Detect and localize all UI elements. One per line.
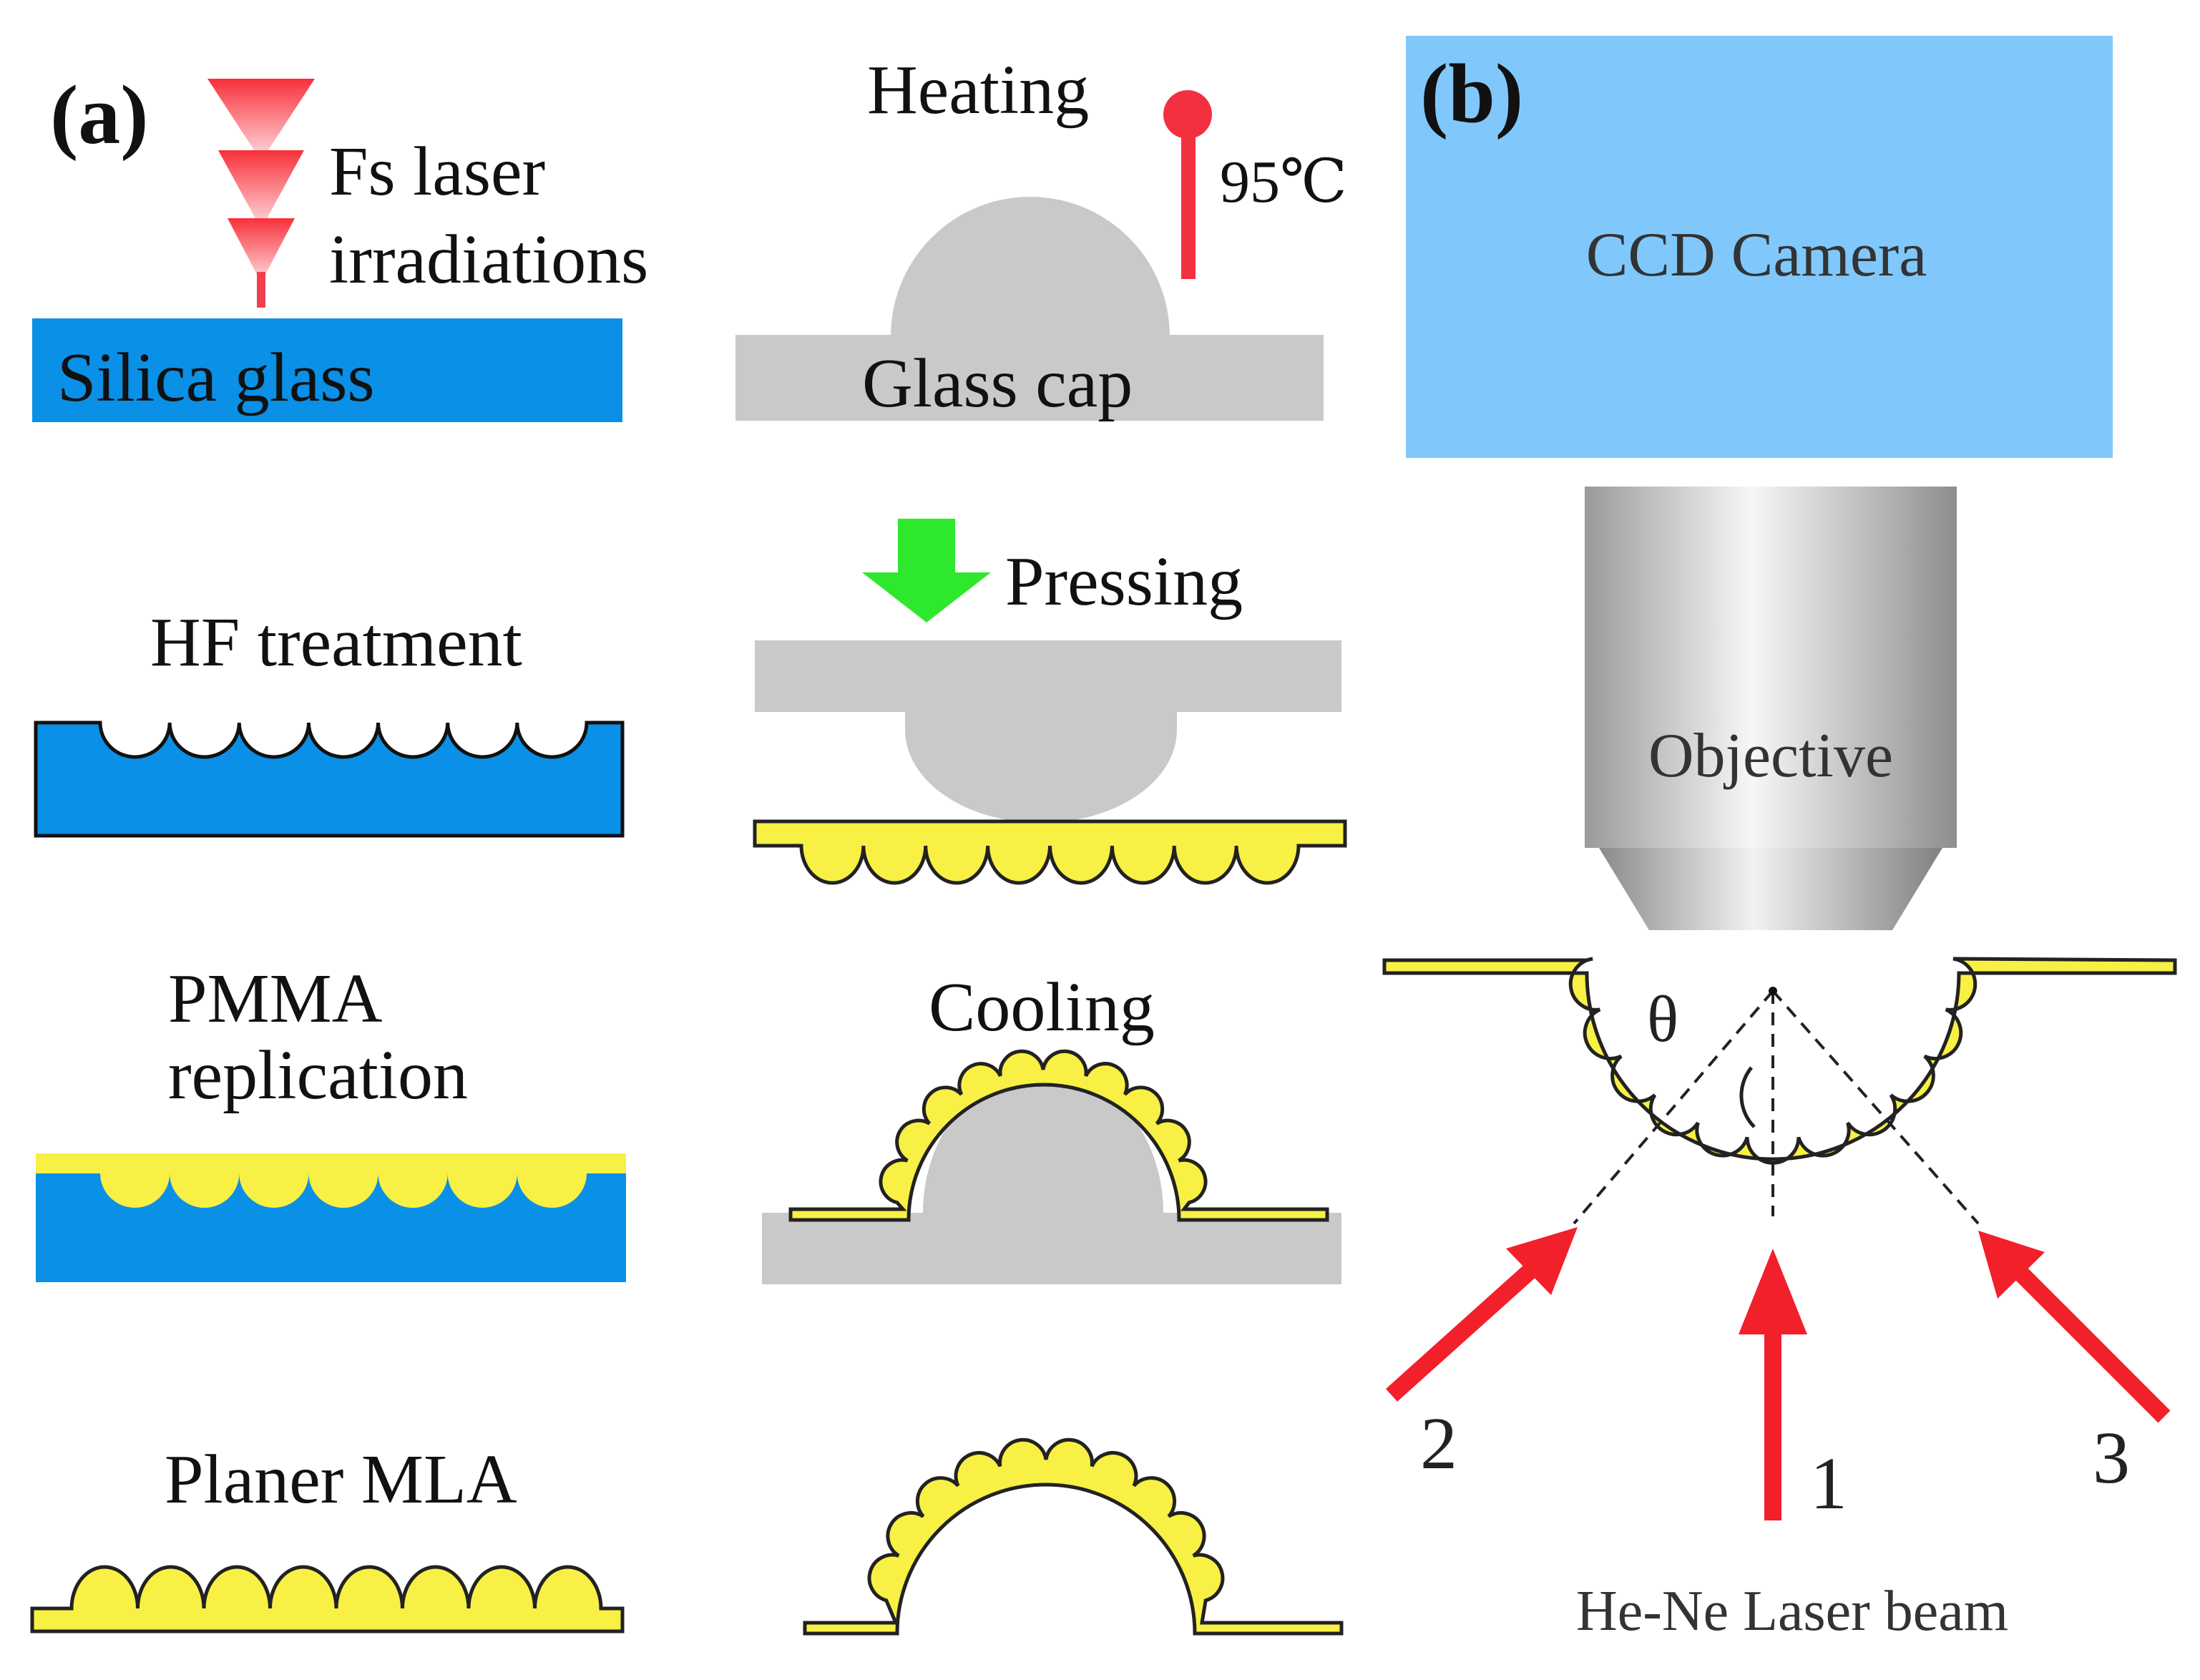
ccd-camera [1406,36,2113,458]
beam-2-label: 2 [1420,1402,1457,1485]
ccd-camera-label: CCD Camera [1586,220,1927,290]
objective-lens [1585,487,1957,930]
focal-point [1769,987,1777,995]
panel-a-label: (a) [50,68,149,162]
planer-mla-film [30,1565,625,1633]
cooling-glass-cap [762,1070,1341,1284]
beam-1-label: 1 [1810,1442,1847,1525]
fs-laser-icon [207,79,315,308]
theta-label: θ [1647,982,1678,1055]
objective-label: Objective [1648,721,1893,791]
pmma-label-line1: PMMA [168,960,383,1037]
pressing-glass-cap [755,640,1341,823]
angle-arc [1739,1066,1756,1128]
pressing-arrow-icon [862,519,991,622]
pmma-replica-layer [36,1153,626,1208]
curved-mla-sample [1382,957,2177,1165]
incidence-dashed-lines [1573,990,1980,1225]
glass-cap [735,197,1324,421]
planer-mla-label: Planer MLA [165,1441,517,1518]
beam-3-label: 3 [2093,1417,2130,1499]
hf-treated-glass [34,721,625,838]
laser-arrow-2 [1385,1227,1578,1402]
laser-arrow-1 [1739,1249,1807,1520]
fs-laser-label-line2: irradiations [329,221,648,298]
laser-arrow-3 [1978,1231,2171,1423]
hf-treatment-label: HF treatment [150,604,522,681]
heating-label: Heating [867,52,1089,129]
silica-glass-label: Silica glass [57,339,375,416]
cooling-label: Cooling [929,969,1155,1046]
cooling-curved-film [788,1049,1329,1222]
silica-glass-block [32,318,622,422]
panel-b-label: (b) [1420,47,1523,140]
pressed-pmma-film [753,819,1347,885]
pressing-label: Pressing [1005,543,1243,620]
glass-cap-label: Glass cap [862,345,1133,422]
fs-laser-label-line1: Fs laser [329,133,545,210]
curved-mla-film [803,1437,1344,1636]
laser-source-label: He-Ne Laser beam [1576,1580,2008,1643]
temperature-label: 95℃ [1220,149,1347,215]
thermometer-icon [1163,90,1212,279]
pmma-label-line2: replication [168,1037,468,1114]
